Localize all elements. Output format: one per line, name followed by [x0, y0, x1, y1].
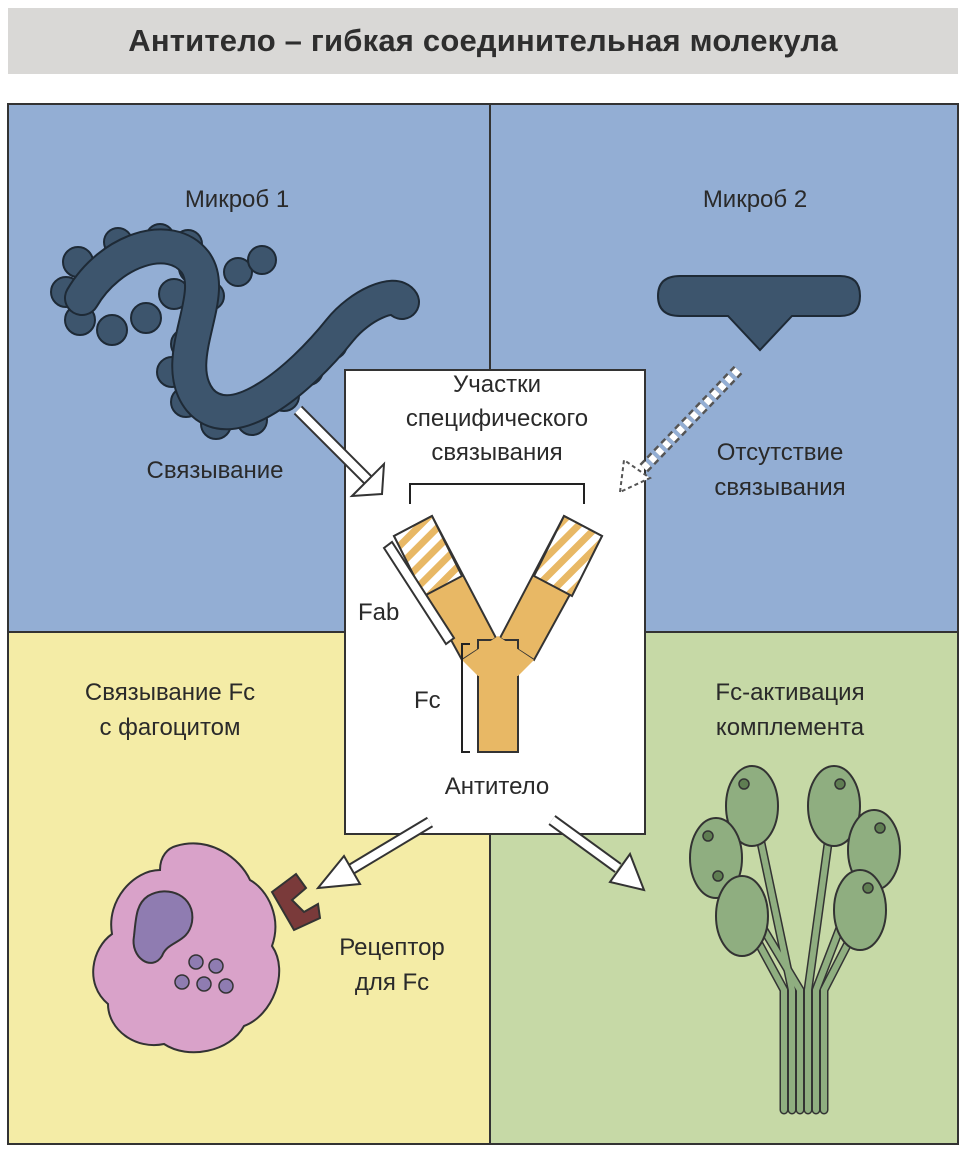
fab-label: Fab — [358, 599, 399, 626]
binding-sites-line3: связывания — [431, 439, 562, 466]
antibody-label: Антитело — [445, 773, 550, 800]
microbe-1-shape — [50, 223, 420, 440]
binding-label: Связывание — [147, 457, 284, 484]
phagocyte-label-line2: с фагоцитом — [99, 714, 240, 741]
binding-arrow — [293, 405, 386, 498]
antibody-panel — [344, 369, 646, 835]
microbe-1-label: Микроб 1 — [185, 186, 289, 213]
page-title: Антитело – гибкая соединительная молекул… — [128, 23, 838, 58]
binding-sites-bracket — [409, 483, 585, 504]
microbe-2-shape — [656, 275, 862, 352]
title-bar: Антитело – гибкая соединительная молекул… — [8, 8, 958, 74]
fc-label: Fc — [414, 687, 441, 714]
phagocyte-cell — [92, 842, 322, 1054]
phagocyte-arrow — [315, 816, 434, 890]
receptor-label-line2: для Fc — [355, 969, 429, 996]
no-binding-label-line1: Отсутствие — [717, 439, 844, 466]
complement-label-line1: Fc-активация — [715, 679, 864, 706]
no-binding-arrow — [618, 365, 743, 494]
binding-sites-line1: Участки — [453, 371, 541, 398]
receptor-label-line1: Рецептор — [339, 934, 445, 961]
complement-arrow — [548, 815, 646, 892]
fc-bracket — [461, 643, 470, 753]
microbe-2-label: Микроб 2 — [703, 186, 807, 213]
antibody-shape — [392, 514, 604, 753]
no-binding-label-line2: связывания — [714, 474, 845, 501]
binding-sites-line2: специфического — [406, 405, 588, 432]
complement-label-line2: комплемента — [716, 714, 865, 741]
complement-cluster — [689, 765, 901, 1115]
fab-indicator — [382, 540, 456, 646]
phagocyte-label-line1: Связывание Fc — [85, 679, 255, 706]
